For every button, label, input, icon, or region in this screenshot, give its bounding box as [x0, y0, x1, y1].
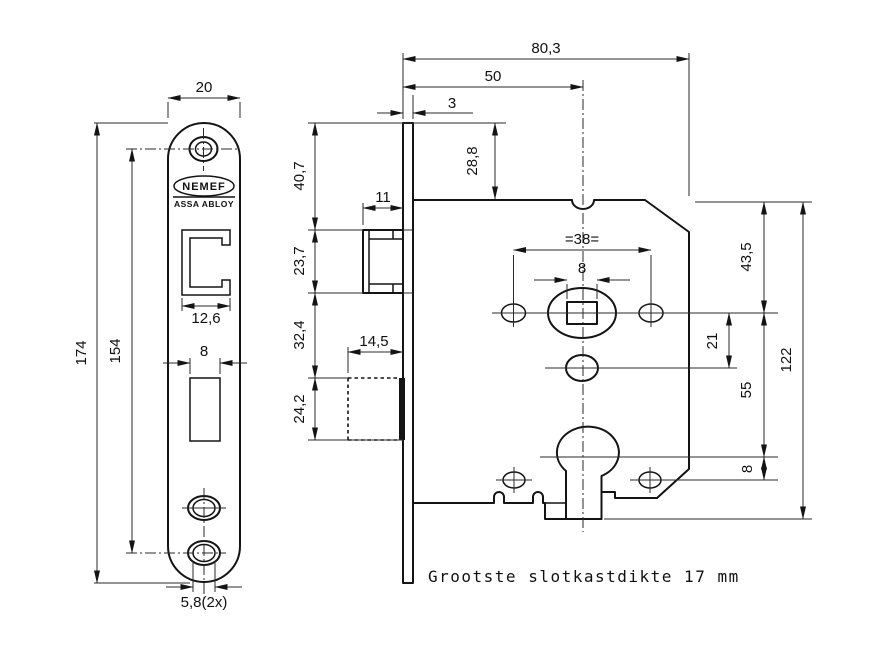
- dim-bolt-throw: 14,5: [359, 333, 388, 350]
- dim-latch-cutout-width: 12,6: [191, 310, 220, 327]
- deadbolt-side-dashed: [347, 377, 400, 441]
- case-outline-top-right: [412, 199, 690, 499]
- note-text: Grootste slotkastdikte 17 mm: [428, 567, 740, 586]
- latch-bolt-detail: [368, 230, 403, 293]
- dim-follower-distance: 21: [704, 333, 721, 350]
- dim-screw-distance: 154: [107, 338, 124, 363]
- dim-screw-hole-width: 5,8(2x): [181, 594, 228, 611]
- dim-bolt-height: 24,2: [291, 394, 308, 423]
- ext-lines: [566, 284, 598, 299]
- side-view-dimensions: 80,3 50 3 28,8 40,7 23,7 32,4 24,2 11 14…: [291, 40, 812, 520]
- deadbolt-cutout: [189, 377, 221, 442]
- case-outline-bottom: [412, 491, 603, 520]
- dim-cylinder-hole-offset: 8: [739, 465, 756, 473]
- latch-bolt-side: [362, 229, 404, 294]
- dim-latch-throw: 11: [375, 189, 391, 206]
- brand-text: ASSA ABLOY: [174, 199, 234, 209]
- nemef-logo-text: NEMEF: [182, 181, 226, 193]
- deadbolt-face-bar: [399, 378, 405, 440]
- dim-fix-hole-distance: =38=: [565, 231, 599, 248]
- dim-plate-thickness: 3: [448, 95, 456, 112]
- dim-backset: 50: [485, 68, 502, 85]
- front-view-dimensions: 20 174 154 12,6 8 5,8(2x): [73, 79, 247, 611]
- bottom-hole-ticks: [496, 467, 651, 493]
- dim-cylinder-distance: 55: [738, 382, 755, 399]
- dim-latch-offset: 40,7: [291, 161, 308, 190]
- latch-strip-ticks: [403, 229, 413, 294]
- side-view: [347, 80, 778, 584]
- dim-spindle-square: 8: [578, 260, 586, 277]
- dim-middle-gap: 32,4: [291, 320, 308, 349]
- faceplate-outline: [167, 122, 241, 583]
- nemef-logo-oval: [173, 175, 235, 197]
- dim-case-top-offset: 28,8: [464, 146, 481, 175]
- faceplate-side: [402, 122, 414, 584]
- dim-spindle-top-distance: 43,5: [738, 242, 755, 271]
- latch-cutout: [181, 229, 231, 296]
- dim-case-height: 122: [778, 347, 795, 372]
- cylinder-keyhole: [555, 425, 620, 520]
- dim-latch-height: 23,7: [291, 246, 308, 275]
- dim-total-depth: 80,3: [531, 40, 560, 57]
- front-view: NEMEF ASSA ABLOY: [167, 122, 241, 600]
- dim-bolt-cutout-width: 8: [200, 343, 208, 360]
- ext-lines-chain: [308, 229, 403, 441]
- dim-plate-height: 174: [73, 340, 90, 365]
- dim-plate-width: 20: [196, 79, 213, 96]
- ext-lines: [513, 255, 652, 301]
